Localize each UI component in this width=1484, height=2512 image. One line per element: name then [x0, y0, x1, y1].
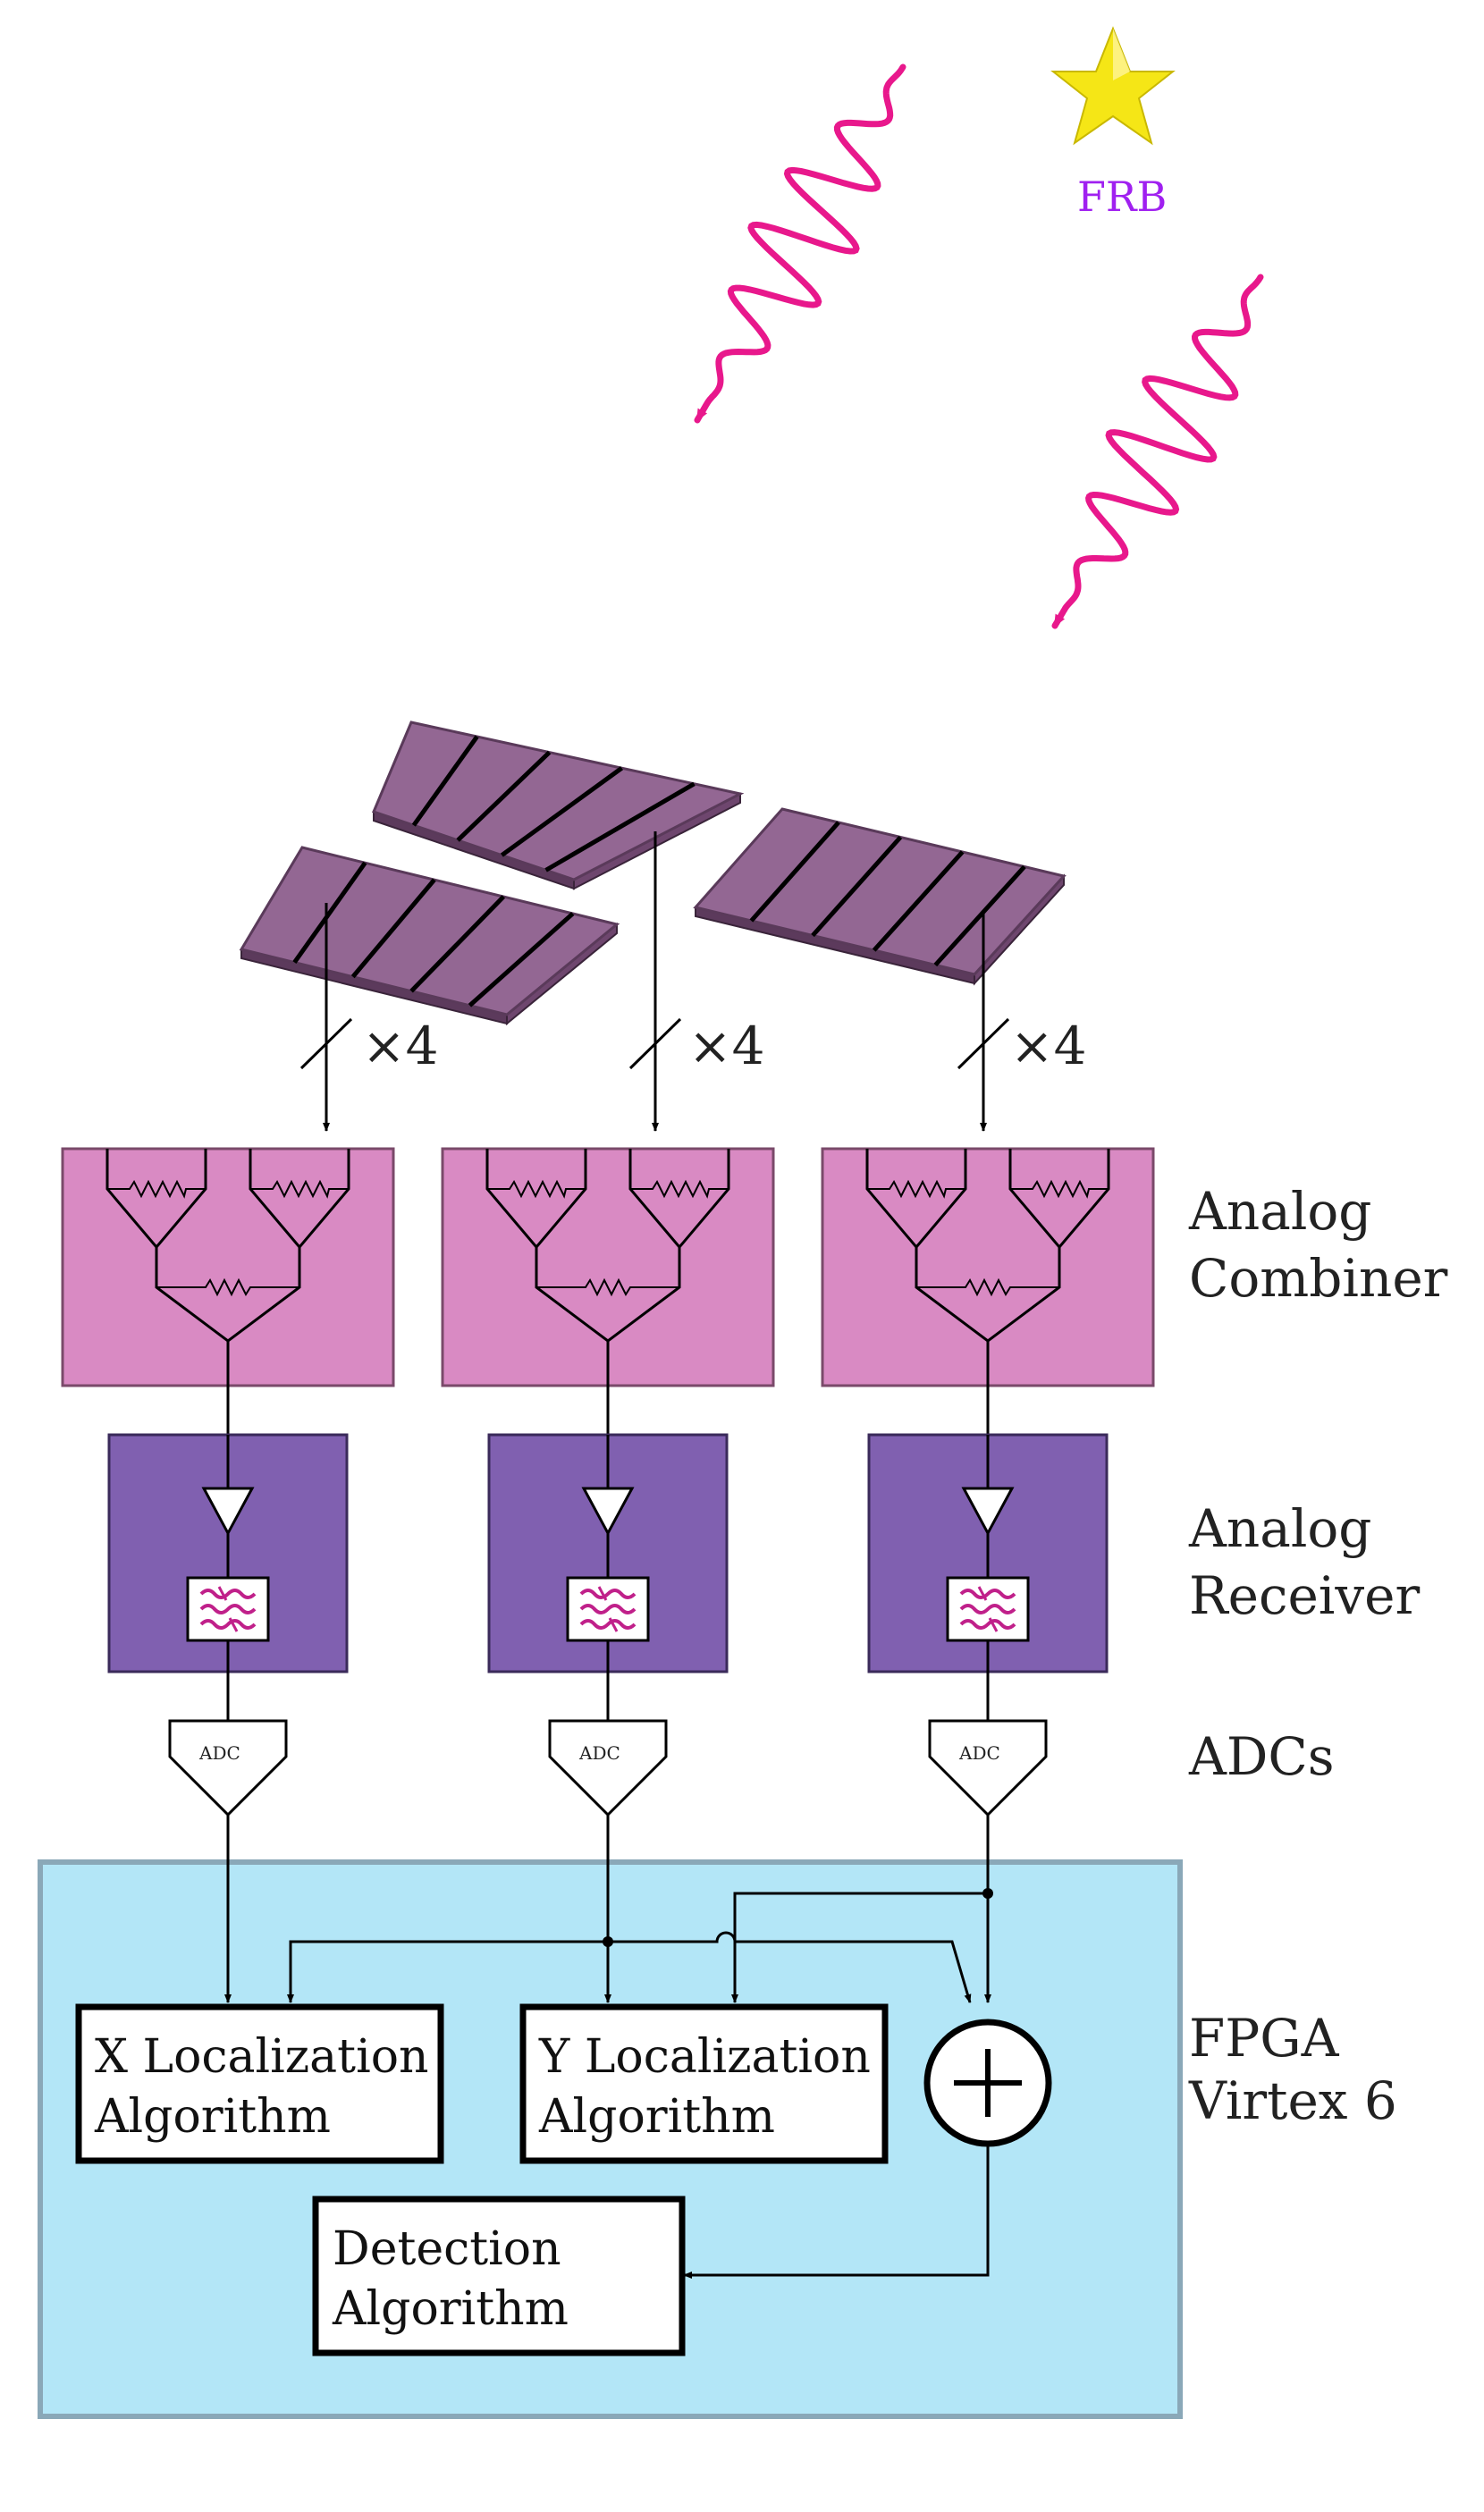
resistor-zigzag	[536, 1277, 679, 1297]
y-localization-box	[519, 2003, 889, 2164]
resistor-zigzag	[1010, 1179, 1109, 1199]
filter-wave-glyph	[959, 1589, 1016, 1599]
analog-combiner-3	[821, 1147, 1155, 1435]
adc-shape	[548, 1719, 668, 1817]
resistor-zigzag	[867, 1179, 965, 1199]
filter-wave-glyph	[579, 1589, 637, 1599]
adc-stage	[168, 1719, 1048, 1817]
filter-wave-glyph	[199, 1604, 257, 1614]
adc-label-2: ADC	[578, 1742, 620, 1764]
fpga-wiring	[224, 1815, 991, 2279]
resistor-zigzag	[630, 1179, 729, 1199]
y-localization-subtitle: Algorithm	[538, 2090, 775, 2144]
resistor-zigzag	[107, 1179, 206, 1199]
analog-receivers	[107, 1433, 1109, 1721]
adc-label-3: ADC	[958, 1742, 1000, 1764]
x-localization-box	[75, 2003, 444, 2164]
multiplier-label-2: ×4	[688, 1016, 765, 1076]
feed-lines	[299, 831, 1010, 1132]
adc-shape	[168, 1719, 288, 1817]
frb-star-icon	[1050, 26, 1176, 146]
receiver-label-line2: Receiver	[1189, 1565, 1420, 1626]
analog-combiner-1	[61, 1147, 395, 1435]
radio-wave-2	[1051, 274, 1264, 629]
bus-slash-1	[299, 1017, 353, 1070]
receiver-label-line1: Analog	[1188, 1498, 1371, 1559]
antenna-panel-right	[693, 807, 1067, 986]
analog-receiver-3	[867, 1433, 1109, 1721]
multiplier-label-1: ×4	[362, 1016, 439, 1076]
analog-receiver-2	[487, 1433, 729, 1721]
analog-combiners	[61, 1147, 1155, 1435]
resistor-zigzag	[487, 1179, 586, 1199]
adc-3	[928, 1719, 1048, 1817]
fpga-label-line2: Virtex 6	[1188, 2070, 1397, 2131]
x-localization-subtitle: Algorithm	[94, 2090, 331, 2144]
filter-wave-glyph	[959, 1604, 1016, 1614]
filter-wave-glyph	[199, 1589, 257, 1599]
bus-slash-2	[628, 1017, 682, 1070]
combiner-label-line2: Combiner	[1189, 1248, 1448, 1309]
detection-subtitle: Algorithm	[332, 2282, 569, 2336]
antenna-panels	[239, 721, 1067, 1026]
bus-slash-3	[957, 1017, 1010, 1070]
radio-wave-1	[694, 63, 906, 424]
summing-junction-icon	[923, 2019, 1052, 2147]
antenna-panel-top	[371, 721, 745, 890]
adc-label-1: ADC	[198, 1742, 240, 1764]
analog-receiver-1	[107, 1433, 349, 1721]
amplifier-icon	[201, 1487, 255, 1537]
frb-label: FRB	[1077, 173, 1167, 221]
detection-box	[312, 2196, 686, 2356]
resistor-zigzag	[250, 1179, 349, 1199]
filter-wave-glyph	[579, 1604, 637, 1614]
amplifier-icon	[581, 1487, 635, 1537]
adc-1	[168, 1719, 288, 1817]
resistor-zigzag	[916, 1277, 1059, 1297]
analog-combiner-2	[441, 1147, 775, 1435]
x-localization-title: X Localization	[95, 2030, 429, 2084]
resistor-zigzag	[156, 1277, 299, 1297]
filter-wave-glyph	[199, 1619, 257, 1630]
adcs-label: ADCs	[1188, 1726, 1335, 1787]
detection-title: Detection	[333, 2222, 561, 2276]
antenna-panel-left	[239, 846, 620, 1026]
junction-dot-3	[982, 1888, 993, 1899]
combiner-label-line1: Analog	[1188, 1181, 1371, 1242]
junction-dot-y	[603, 1936, 613, 1947]
filter-wave-glyph	[959, 1619, 1016, 1630]
filter-wave-glyph	[579, 1619, 637, 1630]
multiplier-label-3: ×4	[1010, 1016, 1087, 1076]
adc-shape	[928, 1719, 1048, 1817]
amplifier-icon	[961, 1487, 1015, 1537]
fpga-label-line1: FPGA	[1189, 2008, 1340, 2069]
adc-2	[548, 1719, 668, 1817]
y-localization-title: Y Localization	[538, 2030, 871, 2084]
